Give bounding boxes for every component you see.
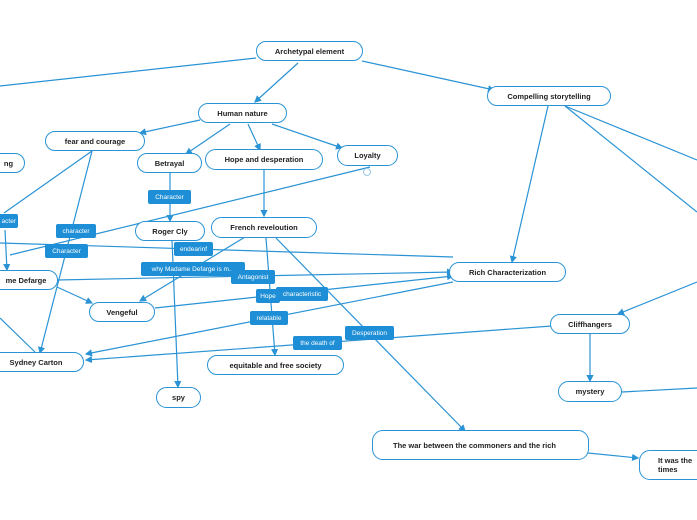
node-fear-and-courage[interactable]: fear and courage [45,131,145,151]
edge [254,62,299,103]
edge [138,119,201,136]
edge [185,123,231,155]
node-spy[interactable]: spy [156,387,201,408]
edge-label-relatable[interactable]: relatable [250,311,288,325]
node-french-revolution[interactable]: French reveloution [211,217,317,238]
node-label: mystery [575,387,605,396]
node-label: French reveloution [230,223,298,232]
node-cut-off-left[interactable]: ng [0,153,25,173]
edge-label-text: why Madame Defarge is m... [151,265,235,273]
edge [0,317,36,353]
edge-label-text: the death of [300,339,335,347]
edge [621,387,697,393]
node-label: spy [172,393,185,402]
edge-label-character-left[interactable]: acter [0,214,18,228]
edge [587,452,640,461]
node-cliffhangers[interactable]: Cliffhangers [550,314,630,334]
node-loyalty[interactable]: Loyalty [337,145,398,166]
edge-label-character-mid[interactable]: character [56,224,96,238]
edge [9,166,371,256]
node-label: ng [3,158,14,168]
node-human-nature[interactable]: Human nature [198,103,287,123]
edge [3,150,93,214]
edge [3,229,11,272]
node-label: Cliffhangers [568,319,612,329]
edge-label-endearing[interactable]: endearinf [174,242,213,256]
node-mystery[interactable]: mystery [558,381,622,402]
edge-label-desperation[interactable]: Desperation [345,326,394,340]
edge [0,57,257,87]
edge [56,286,94,304]
node-label: Archetypal element [274,46,345,56]
node-rich-characterization[interactable]: Rich Characterization [449,262,566,282]
edge-label-text: endearinf [179,245,208,253]
edge-label-text: Character [155,193,184,201]
edge [509,105,549,264]
node-label: Betrayal [154,158,185,168]
edge-label-character[interactable]: Character [148,190,191,204]
node-label: fear and courage [64,136,126,146]
node-label: Hope and desperation [224,155,304,164]
edge [616,281,697,316]
node-hope-and-desperation[interactable]: Hope and desperation [205,149,323,170]
edge [564,105,697,161]
node-label: Rich Characterization [468,267,547,277]
edge [564,105,697,213]
connection-handle-icon[interactable] [363,168,371,176]
node-label: The war between the commoners and the ri… [393,440,556,450]
node-sydney-carton[interactable]: Sydney Carton [0,352,84,372]
edge-label-text: characteristic [282,290,322,298]
edge-label-antagonist[interactable]: Antagonist [231,270,275,284]
edge-label-text: Character [52,247,81,255]
node-label: Human nature [217,108,268,118]
node-label: me Defarge [5,275,47,285]
edge-label-character-mid2[interactable]: Character [45,244,88,258]
node-archetypal-element[interactable]: Archetypal element [256,41,363,61]
edge-label-text: acter [1,217,16,225]
edge-label-why-madame-defarge[interactable]: why Madame Defarge is m... [141,262,245,276]
node-label: Roger Cly [152,226,188,236]
edge-label-text: relatable [256,314,282,322]
edge-label-characteristic[interactable]: characteristic [276,287,328,301]
node-compelling-storytelling[interactable]: Compelling storytelling [487,86,611,106]
node-it-was-the-times[interactable]: It was the times [639,450,697,480]
edge-label-the-death-of[interactable]: the death of [293,336,342,350]
node-label: Compelling storytelling [507,91,591,101]
node-label: equitable and free society [229,360,322,370]
edge [271,123,344,150]
edge [247,123,261,152]
node-equitable-free-society[interactable]: equitable and free society [207,355,344,375]
node-war-commoners-rich[interactable]: The war between the commoners and the ri… [372,430,589,460]
node-vengeful[interactable]: Vengeful [89,302,155,322]
node-betrayal[interactable]: Betrayal [137,153,202,173]
node-madame-defarge[interactable]: me Defarge [0,270,58,290]
node-roger-cly[interactable]: Roger Cly [135,221,205,241]
node-label: It was the times [658,456,693,474]
node-label: Vengeful [106,307,138,317]
node-label: Sydney Carton [9,357,63,367]
node-label: Loyalty [354,151,381,160]
edge-label-text: Antagonist [237,273,269,281]
edge-label-hope[interactable]: Hope [256,289,280,303]
edge [361,60,496,93]
edge-label-text: Desperation [351,329,388,337]
edge-label-text: character [62,227,90,235]
edge-label-text: Hope [260,292,276,300]
